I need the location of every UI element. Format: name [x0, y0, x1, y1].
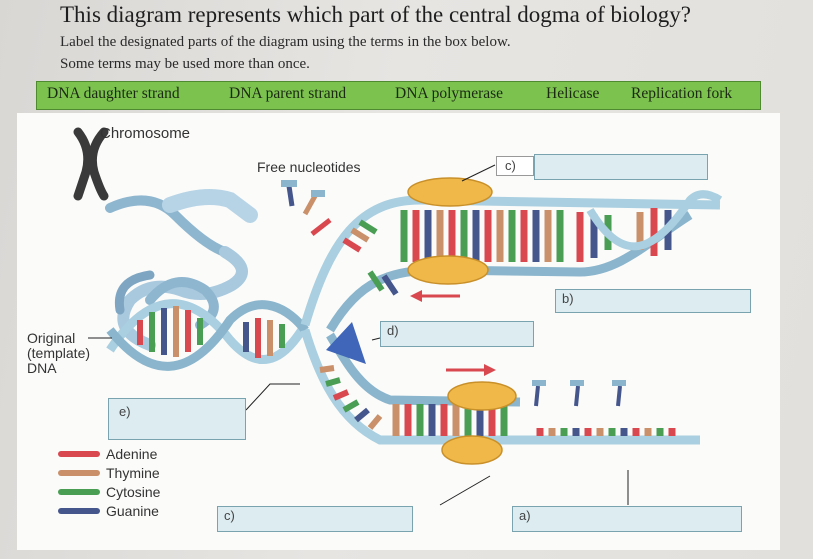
instruction-line-1: Label the designated parts of the diagra…: [60, 34, 511, 50]
legend-label-guanine: Guanine: [106, 503, 159, 519]
swatch-thymine: [58, 470, 100, 476]
chromosome-icon: [73, 127, 109, 201]
free-nucleotide-icons: [281, 180, 332, 236]
question-title: This diagram represents which part of th…: [60, 2, 692, 27]
answer-box-c-top[interactable]: [534, 154, 708, 180]
legend-guanine: Guanine: [58, 502, 159, 520]
helicase-wedge: [326, 322, 366, 364]
answer-label-d: d): [387, 323, 399, 338]
original-label-line-2: (template): [27, 345, 91, 361]
answer-label-b: b): [562, 291, 574, 306]
dna-polymerase-bottom: [441, 381, 517, 465]
answer-box-e[interactable]: e): [108, 398, 246, 440]
term-box: DNA daughter strand DNA parent strand DN…: [36, 81, 761, 110]
original-dna-label: Original (template) DNA: [27, 331, 90, 376]
swatch-cytosine: [58, 489, 100, 495]
answer-label-e: e): [119, 404, 131, 419]
legend-thymine: Thymine: [58, 464, 160, 482]
instruction-line-2: Some terms may be used more than once.: [60, 56, 310, 72]
legend-label-cytosine: Cytosine: [106, 484, 161, 500]
free-nucleotides-label: Free nucleotides: [257, 159, 361, 175]
free-nucleotide-icons-bottom: [532, 380, 626, 407]
term-dna-parent-strand: DNA parent strand: [229, 85, 347, 102]
legend-cytosine: Cytosine: [58, 483, 160, 501]
legend-label-adenine: Adenine: [106, 446, 158, 462]
chromosome-label: Chromosome: [100, 125, 191, 142]
tag-c-top: c): [496, 156, 534, 176]
helicase-top: [407, 177, 493, 285]
upper-strands: [300, 190, 723, 333]
answer-box-a[interactable]: a): [512, 506, 742, 532]
answer-label-a: a): [519, 508, 531, 523]
original-label-line-1: Original: [27, 330, 76, 346]
term-helicase: Helicase: [546, 85, 600, 102]
answer-box-b[interactable]: b): [555, 289, 751, 313]
original-label-line-3: DNA: [27, 360, 57, 376]
answer-label-c-bottom: c): [224, 508, 235, 523]
swatch-adenine: [58, 451, 100, 457]
left-helix: [106, 299, 309, 371]
swatch-guanine: [58, 508, 100, 514]
term-dna-polymerase: DNA polymerase: [395, 85, 504, 102]
answer-box-d[interactable]: d): [380, 321, 534, 347]
legend-adenine: Adenine: [58, 445, 157, 463]
coiled-chromatin: [105, 188, 258, 351]
legend-label-thymine: Thymine: [106, 465, 160, 481]
term-dna-daughter-strand: DNA daughter strand: [47, 85, 180, 102]
answer-box-c-bottom[interactable]: c): [217, 506, 413, 532]
upper-daughter-nucleotides: [342, 219, 399, 296]
term-replication-fork: Replication fork: [631, 85, 733, 102]
